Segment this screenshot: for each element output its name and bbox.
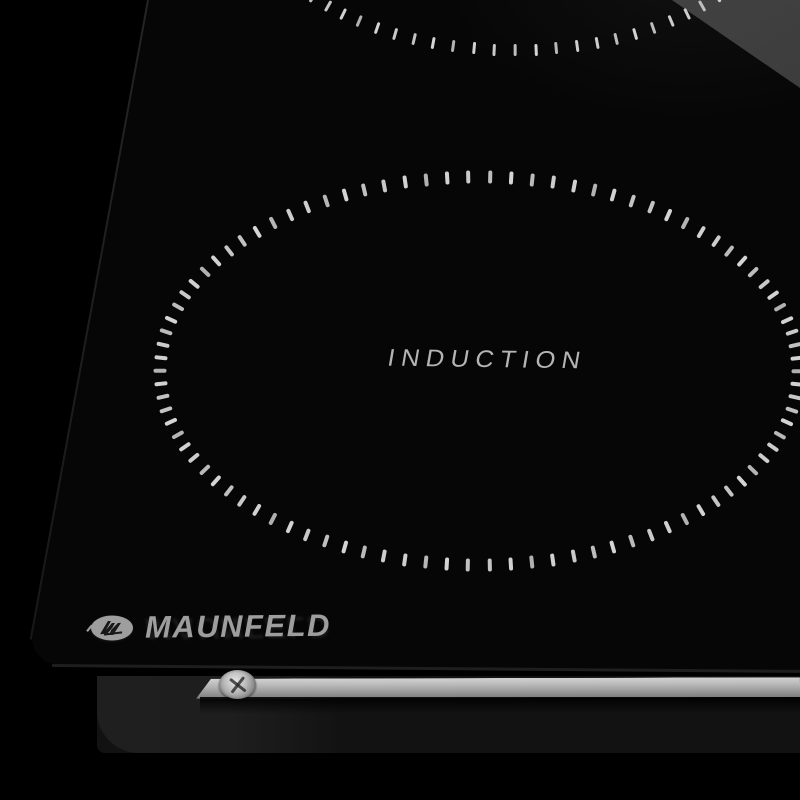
brand-ellipse-icon — [86, 615, 134, 641]
brand-wordmark: MAUNFELD — [144, 607, 332, 645]
brand-logo: MAUNFELD — [86, 607, 332, 645]
trim-recess-shadow — [200, 697, 800, 714]
mounting-trim-strip — [196, 677, 800, 699]
screw-icon — [219, 670, 256, 699]
induction-label: INDUCTION — [385, 344, 589, 375]
